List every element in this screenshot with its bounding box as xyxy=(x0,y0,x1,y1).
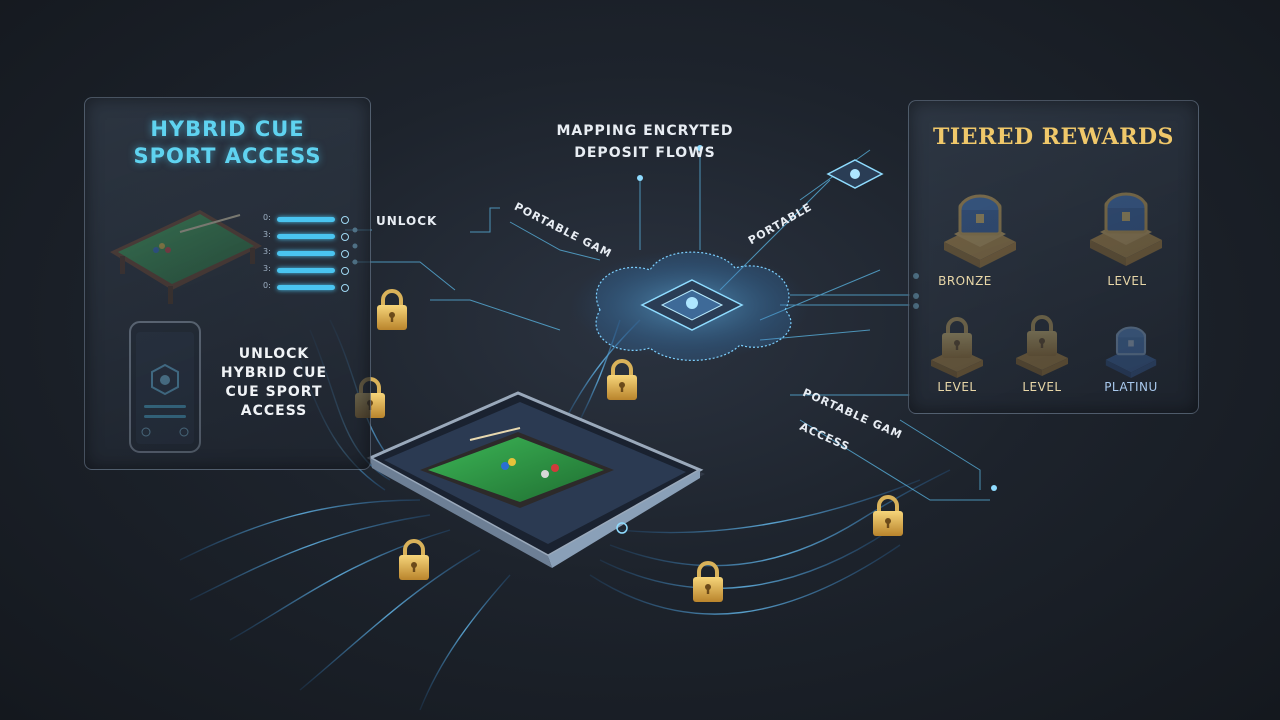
slider-track xyxy=(277,285,335,290)
slider-tick: 3: xyxy=(263,230,271,239)
slider-tick: 0: xyxy=(263,281,271,290)
panel-title-line-1: HYBRID CUE xyxy=(150,117,305,141)
slider-handle[interactable] xyxy=(341,250,349,258)
slider-track xyxy=(277,217,335,222)
slider-row[interactable]: 0: xyxy=(263,211,353,228)
hybrid-access-panel: HYBRID CUE SPORT ACCESS 0: 3: 3: 3: 0: xyxy=(84,97,371,470)
tiered-rewards-panel: TIERED REWARDS xyxy=(908,100,1199,414)
tier-label-level: LEVEL xyxy=(1107,274,1147,288)
slider-list: 0: 3: 3: 3: 0: xyxy=(263,211,353,296)
slider-track xyxy=(277,251,335,256)
unlock-hybrid-line: ACCESS xyxy=(240,403,308,419)
slider-row[interactable]: 3: xyxy=(263,245,353,262)
slider-tick: 3: xyxy=(263,247,271,256)
center-title: MAPPING ENCRYTED DEPOSIT FLOWS xyxy=(520,120,770,164)
panel-title-line-2: SPORT ACCESS xyxy=(133,144,322,168)
unlock-hybrid-line: CUE SPORT xyxy=(225,384,323,400)
tier-label-level: LEVEL xyxy=(1022,380,1062,394)
padlock-icon xyxy=(691,561,725,604)
slider-handle[interactable] xyxy=(341,216,349,224)
slider-handle[interactable] xyxy=(341,233,349,241)
padlock-icon xyxy=(605,359,639,402)
slider-handle[interactable] xyxy=(341,267,349,275)
unlock-hybrid-line: HYBRID CUE xyxy=(220,365,328,381)
small-chip-icon xyxy=(826,159,884,189)
slider-tick: 3: xyxy=(263,264,271,273)
slider-tick: 0: xyxy=(263,213,271,222)
unlock-hybrid-line: UNLOCK xyxy=(238,346,310,362)
center-title-line-1: MAPPING ENCRYTED xyxy=(556,123,734,139)
padlock-icon xyxy=(397,539,431,582)
panel-title: HYBRID CUE SPORT ACCESS xyxy=(85,116,370,170)
tier-label-level: LEVEL xyxy=(937,380,977,394)
unlock-hybrid-access-label: UNLOCK HYBRID CUE CUE SPORT ACCESS xyxy=(215,345,333,421)
slider-handle[interactable] xyxy=(341,284,349,292)
tablet-icon xyxy=(366,391,705,568)
center-title-line-2: DEPOSIT FLOWS xyxy=(574,145,716,161)
processor-chip-icon xyxy=(640,279,744,331)
slider-track xyxy=(277,234,335,239)
slider-row[interactable]: 3: xyxy=(263,262,353,279)
tier-label-platinum: PLATINU xyxy=(1104,380,1158,394)
flow-label-unlock: UNLOCK xyxy=(376,214,438,228)
slider-row[interactable]: 0: xyxy=(263,279,353,296)
slider-row[interactable]: 3: xyxy=(263,228,353,245)
padlock-icon xyxy=(375,289,409,332)
tier-label-bronze: BRONZE xyxy=(938,274,992,288)
panel-title: TIERED REWARDS xyxy=(933,124,1174,150)
slider-track xyxy=(277,268,335,273)
